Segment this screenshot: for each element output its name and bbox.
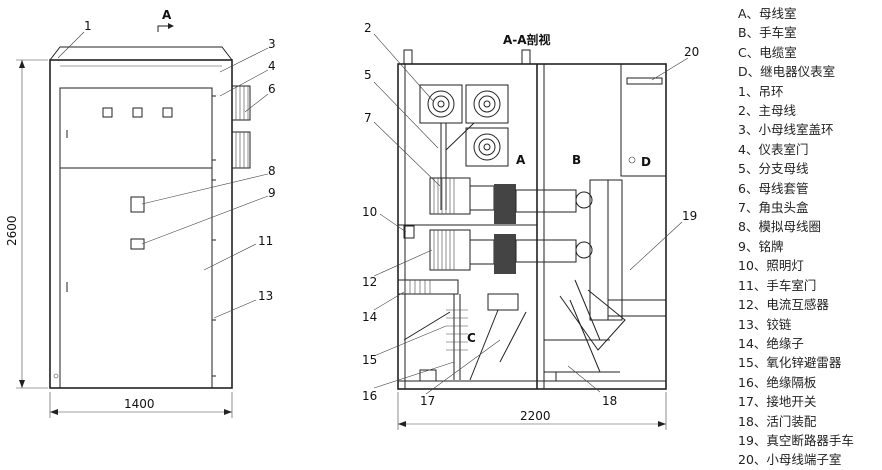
- callout-16: 16: [362, 389, 377, 403]
- callout-12: 12: [362, 275, 377, 289]
- legend-item-9: 9、铭牌: [738, 238, 784, 254]
- callout-7: 7: [364, 111, 372, 125]
- legend-item-d: D、继电器仪表室: [738, 64, 836, 80]
- legend-item-11: 11、手车室门: [738, 277, 817, 293]
- legend-item-2: 2、主母线: [738, 103, 796, 119]
- legend-item-20: 20、小母线端子室: [738, 452, 842, 468]
- switchgear-drawing: A-A剖视 A 2600 1400 2200 A B C D 1 2 3 4 5…: [5, 8, 699, 430]
- main-busbars: [419, 84, 509, 167]
- legend-item-13: 13、铰链: [738, 316, 792, 332]
- callout-14: 14: [362, 310, 377, 324]
- callout-19: 19: [682, 209, 697, 223]
- callout-9: 9: [268, 186, 276, 200]
- compartment-label-d: D: [641, 155, 651, 169]
- callout-3: 3: [268, 37, 276, 51]
- legend-item-14: 14、绝缘子: [738, 335, 804, 351]
- legend-item-15: 15、氧化锌避雷器: [738, 355, 842, 371]
- view-arrow-label: A: [162, 8, 172, 22]
- breaker-truck: [543, 179, 667, 382]
- legend-item-10: 10、照明灯: [738, 258, 804, 274]
- legend-item-5: 5、分支母线: [738, 161, 809, 177]
- legend-item-3: 3、小母线室盖环: [738, 122, 834, 138]
- callout-11: 11: [258, 234, 273, 248]
- callout-17: 17: [420, 394, 435, 408]
- legend-item-b: B、手车室: [738, 25, 797, 41]
- compartment-label-c: C: [467, 331, 476, 345]
- callout-18: 18: [602, 394, 617, 408]
- callout-6: 6: [268, 82, 276, 96]
- legend-item-16: 16、绝缘隔板: [738, 374, 817, 390]
- dim-height: 2600: [5, 215, 19, 246]
- cable-parts: [397, 225, 527, 382]
- callout-8: 8: [268, 164, 276, 178]
- section-view: [373, 33, 689, 430]
- callout-13: 13: [258, 289, 273, 303]
- callout-5: 5: [364, 68, 372, 82]
- legend-item-12: 12、电流互感器: [738, 297, 829, 313]
- callout-20: 20: [684, 45, 699, 59]
- callout-4: 4: [268, 59, 276, 73]
- callout-15: 15: [362, 353, 377, 367]
- dim-depth-section: 2200: [520, 409, 551, 423]
- compartment-label-b: B: [572, 153, 581, 167]
- legend: A、母线室 B、手车室 C、电缆室 D、继电器仪表室 1、吊环 2、主母线 3、…: [738, 4, 882, 470]
- legend-item-19: 19、真空断路器手车: [738, 432, 854, 448]
- legend-item-7: 7、角虫头盒: [738, 200, 809, 216]
- front-view: [16, 23, 269, 418]
- legend-item-c: C、电缆室: [738, 44, 797, 60]
- legend-item-17: 17、接地开关: [738, 394, 817, 410]
- callout-2: 2: [364, 21, 372, 35]
- legend-item-6: 6、母线套管: [738, 180, 809, 196]
- legend-item-8: 8、模拟母线圈: [738, 219, 821, 235]
- compartment-label-a: A: [516, 153, 526, 167]
- legend-item-a: A、母线室: [738, 6, 797, 21]
- callout-1: 1: [84, 19, 92, 33]
- section-title: A-A剖视: [503, 32, 551, 47]
- callout-10: 10: [362, 205, 377, 219]
- contact-boxes: [429, 177, 495, 271]
- dim-width-front: 1400: [124, 397, 155, 411]
- legend-item-4: 4、仪表室门: [738, 141, 809, 157]
- legend-item-1: 1、吊环: [738, 83, 784, 99]
- legend-item-18: 18、活门装配: [738, 413, 817, 429]
